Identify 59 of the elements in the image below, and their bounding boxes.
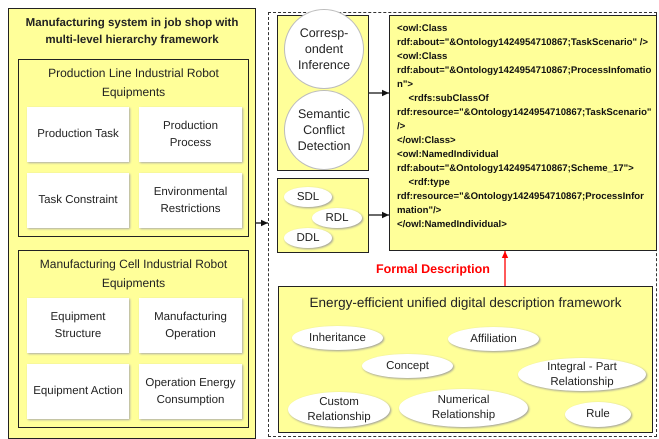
node-label: Numerical Relationship bbox=[430, 393, 496, 423]
node-label: Production Task bbox=[36, 127, 120, 142]
code-line: <rdf:type rdf:resource="&Ontology1424954710867;ProcessInformation"/> bbox=[397, 176, 645, 218]
node-label: RDL bbox=[325, 210, 348, 226]
framework-panel bbox=[278, 286, 653, 433]
node-label: Task Constraint bbox=[37, 193, 119, 208]
concept-ellipse bbox=[448, 327, 539, 351]
group-title: Manufacturing Cell Industrial Robot Equipments bbox=[38, 256, 228, 292]
concept-ellipse bbox=[312, 208, 362, 228]
concept-ellipse bbox=[565, 402, 631, 427]
node-label: Semantic Conflict Detection bbox=[296, 106, 352, 154]
arrow bbox=[502, 251, 508, 286]
code-panel bbox=[389, 15, 657, 251]
code-line: </owl:Class> bbox=[397, 134, 457, 148]
concept-ellipse bbox=[284, 228, 332, 248]
node-label: Corresp- ondent Inference bbox=[296, 24, 352, 74]
item-card bbox=[139, 173, 242, 228]
node-label: Rule bbox=[586, 407, 610, 422]
node-label: Equipment Structure bbox=[50, 310, 106, 342]
node-label: Affiliation bbox=[470, 332, 517, 346]
code-line: <rdfs:subClassOf rdf:resource="&Ontology1424954710867;TaskScenario"/> bbox=[397, 92, 652, 134]
arrow bbox=[369, 212, 389, 218]
code-line: <owl:NamedIndividual rdf:about="&Ontology1424954710867;Scheme_17"> bbox=[397, 148, 635, 176]
group-panel bbox=[18, 250, 249, 428]
item-card bbox=[27, 364, 129, 419]
node-label: Equipment Action bbox=[32, 384, 124, 400]
item-card bbox=[27, 173, 129, 228]
group-title: Production Line Industrial Robot Equipments bbox=[47, 65, 220, 101]
node-label: Manufacturing Operation bbox=[153, 310, 228, 342]
node-label: SDL bbox=[296, 190, 320, 204]
concept-ellipse bbox=[362, 354, 453, 378]
item-card bbox=[139, 298, 242, 353]
dashed-region bbox=[268, 12, 657, 437]
panel-title: Manufacturing system in job shop with multi-level hierarchy framework bbox=[24, 16, 240, 48]
item-card bbox=[139, 107, 242, 162]
code-line: <owl:Class rdf:about="&Ontology1424954710867;ProcessInfomation"> bbox=[397, 50, 652, 92]
framework-panel bbox=[8, 8, 256, 439]
concept-ellipse bbox=[292, 326, 383, 350]
node-label: Inheritance bbox=[309, 330, 366, 346]
node-label: Concept bbox=[386, 358, 429, 374]
arrow bbox=[256, 220, 268, 226]
node-label: Custom Relationship bbox=[306, 394, 372, 424]
node-label: Operation Energy Consumption bbox=[144, 376, 237, 408]
node-label: Environmental Restrictions bbox=[152, 185, 228, 216]
code-line: </owl:NamedIndividual> bbox=[397, 218, 508, 232]
node-label: DDL bbox=[296, 230, 320, 246]
node-label: Production Process bbox=[162, 119, 219, 150]
arrow bbox=[369, 90, 389, 96]
concept-ellipse bbox=[284, 187, 332, 207]
item-card bbox=[27, 107, 129, 162]
item-card bbox=[139, 364, 242, 419]
code-line: <owl:Class rdf:about="&Ontology1424954710867;TaskScenario" /> bbox=[397, 22, 649, 50]
item-card bbox=[27, 298, 129, 353]
group-title: Energy-efficient unified digital description framework bbox=[308, 294, 622, 312]
concept-ellipse bbox=[288, 392, 390, 427]
group-panel bbox=[18, 59, 249, 237]
group-panel bbox=[277, 178, 369, 253]
node-label: Integral - Part Relationship bbox=[546, 360, 618, 390]
edge-label: Formal Description bbox=[376, 262, 490, 276]
